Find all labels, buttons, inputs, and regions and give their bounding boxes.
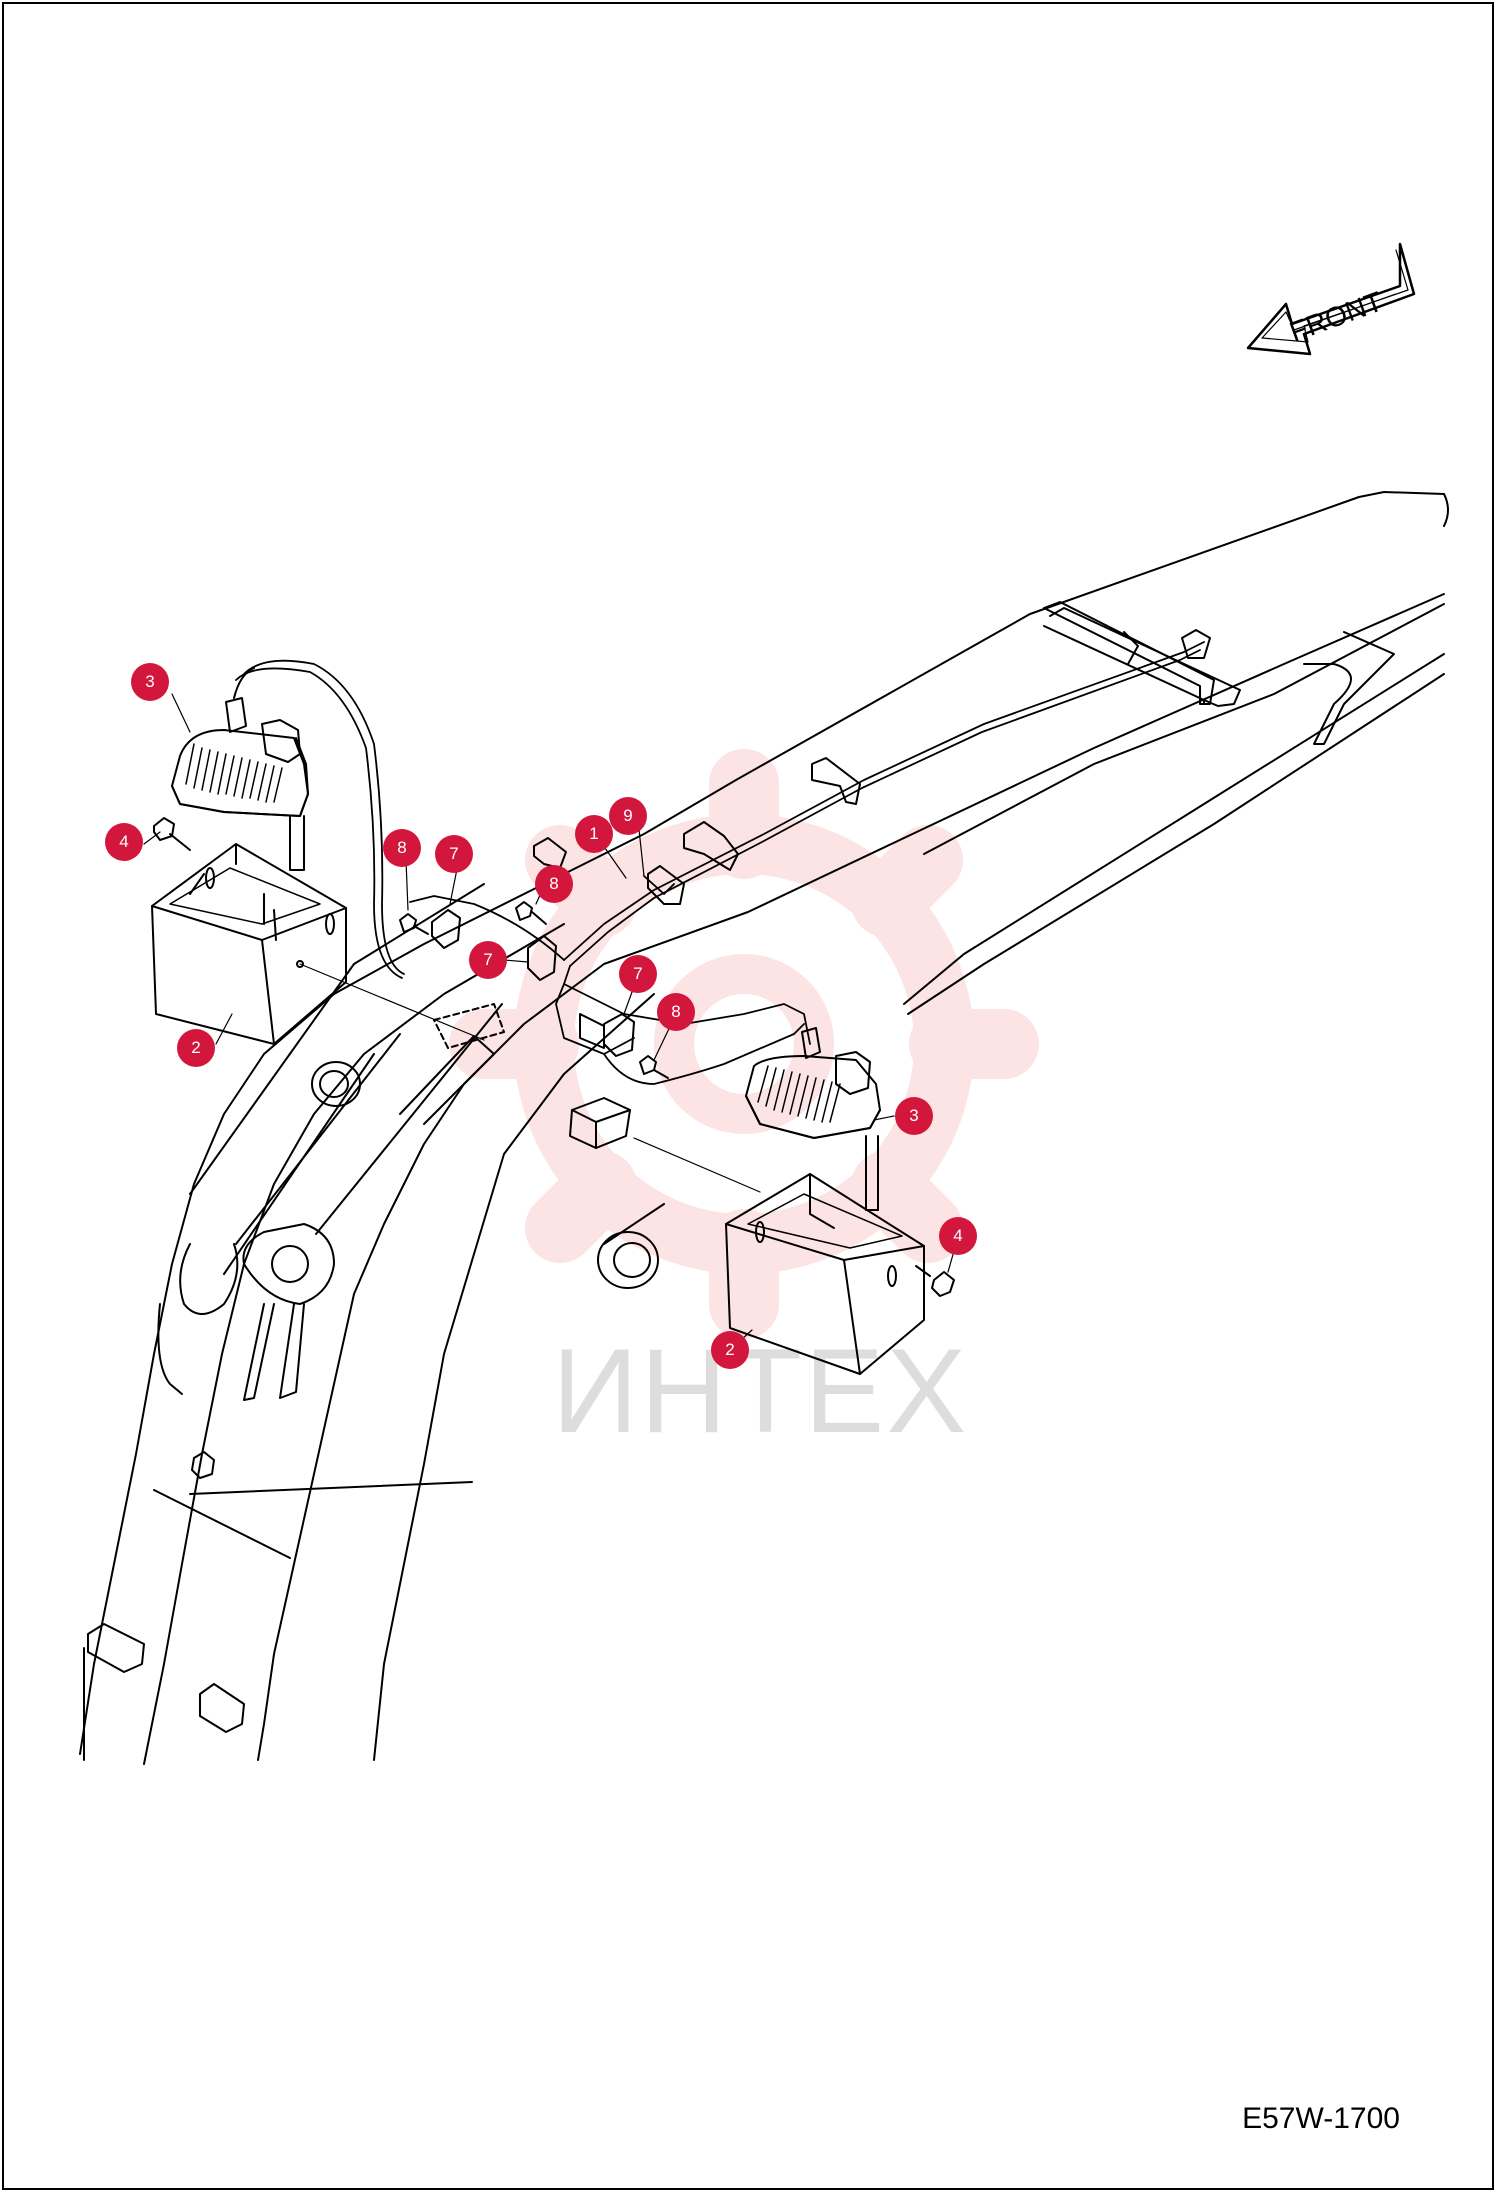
lamp-bracket-upper [151, 843, 485, 1045]
callout-3-upper: 3 [131, 663, 169, 701]
callout-4-lower: 4 [939, 1217, 977, 1255]
front-arrow-icon [1246, 242, 1416, 356]
watermark-text: ИНТЕХ [552, 1324, 969, 1458]
lamp-bracket-lower [633, 1137, 925, 1375]
callout-7-left: 7 [435, 835, 473, 873]
callout-8-center: 8 [535, 865, 573, 903]
callout-9: 9 [609, 797, 647, 835]
callout-2-lower: 2 [711, 1331, 749, 1369]
work-lamp-lower [745, 1027, 881, 1211]
callout-4-upper: 4 [105, 823, 143, 861]
callout-8-right: 8 [657, 993, 695, 1031]
callout-7-right: 7 [619, 955, 657, 993]
fasteners [153, 817, 955, 1297]
callout-2-upper: 2 [177, 1029, 215, 1067]
callout-1: 1 [575, 815, 613, 853]
boom-structure [79, 491, 1449, 1765]
callout-8-left: 8 [383, 829, 421, 867]
drawing-code: E57W-1700 [1242, 2102, 1400, 2135]
boom-lamp-assembly-drawing [79, 242, 1449, 1765]
callout-3-lower: 3 [895, 1097, 933, 1135]
wire-harness [235, 641, 1205, 1085]
work-lamp-upper [171, 667, 309, 871]
callout-7-center: 7 [469, 941, 507, 979]
